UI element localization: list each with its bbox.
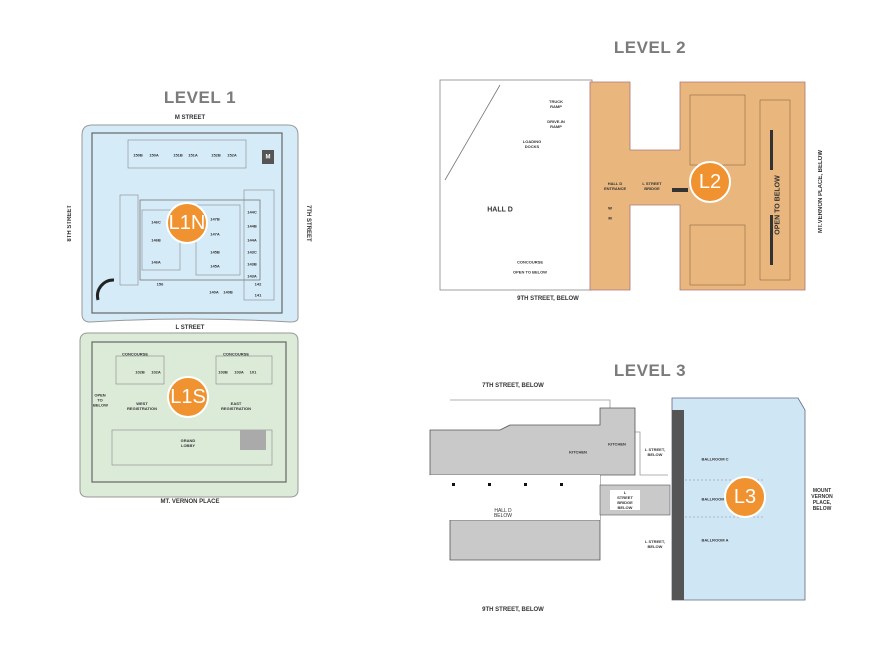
concourse-label: CONCOURSE — [121, 351, 149, 357]
open-to-below-label: OPEN TO BELOW — [513, 269, 547, 275]
l-street-below-label: L STREET, BELOW — [645, 539, 665, 549]
l-street-bridge-below-label: L STREET BRIDGE BELOW — [617, 490, 633, 510]
badge-l1n[interactable]: L1N — [166, 202, 208, 244]
room-label: 103A — [234, 369, 244, 375]
room-label: 144C — [247, 209, 257, 215]
m-street-label: M STREET — [174, 115, 206, 121]
room-label: 152B — [211, 152, 221, 158]
room-label: 147A — [210, 231, 220, 237]
room-label: 151B — [173, 152, 183, 158]
room-label: 140B — [223, 289, 233, 295]
ballroom-c-label: BALLROOM C — [701, 456, 729, 462]
hall-d-entrance-label: HALL D ENTRANCE — [604, 181, 627, 191]
ballroom-b-label: BALLROOM B — [701, 496, 729, 502]
l-street-label: L STREET — [175, 325, 205, 331]
room-label: 143B — [247, 261, 257, 267]
hall-d-label: HALL D — [487, 206, 513, 214]
room-label: 151A — [188, 152, 198, 158]
east-registration-label: EAST REGISTRATION — [221, 401, 251, 411]
room-label: 152A — [227, 152, 237, 158]
level2-title: LEVEL 2 — [613, 38, 687, 57]
hall-d-below-label: HALL D BELOW — [493, 508, 513, 519]
mount-vernon-place-below-label: MOUNT VERNON PLACE, BELOW — [811, 488, 833, 512]
mt-vernon-place-below-label: MT.VERNON PLACE, BELOW — [818, 150, 824, 234]
l-street-bridge-label: L STREET BRIDGE — [642, 181, 662, 191]
open-to-below-label: OPEN TO BELOW — [774, 175, 782, 235]
concourse-label: CONCOURSE — [222, 351, 250, 357]
9th-street-below-label: 9TH STREET, BELOW — [517, 296, 579, 302]
mt-vernon-place-label: MT. VERNON PLACE — [160, 499, 220, 505]
level3-title: LEVEL 3 — [613, 361, 687, 380]
badge-l3[interactable]: L3 — [724, 476, 766, 518]
room-label: 102A — [151, 369, 161, 375]
room-label: 102B — [135, 369, 145, 375]
room-label: 143A — [247, 273, 257, 279]
room-label: 145A — [210, 263, 220, 269]
level1-title: LEVEL 1 — [163, 88, 237, 107]
l-street-below-label: L STREET, BELOW — [645, 447, 665, 457]
badge-l1s[interactable]: L1S — [167, 376, 209, 418]
open-to-below-label: OPEN TO BELOW — [93, 392, 108, 408]
mens-restroom-icon: M — [265, 154, 271, 161]
room-label: 150A — [149, 152, 159, 158]
room-label: 156 — [156, 281, 164, 287]
kitchen-label: KITCHEN — [608, 441, 626, 447]
room-label: 146C — [151, 219, 161, 225]
badge-l2[interactable]: L2 — [689, 161, 731, 203]
ballroom-a-label: BALLROOM A — [701, 537, 729, 543]
room-label: 101 — [249, 369, 257, 375]
kitchen-label: KITCHEN — [569, 449, 587, 455]
room-label: 140A — [209, 289, 219, 295]
room-label: 147B — [210, 216, 220, 222]
loading-docks-label: LOADING DOCKS — [522, 139, 542, 149]
mens-restroom-icon: M — [608, 215, 612, 221]
west-registration-label: WEST REGISTRATION — [127, 401, 157, 411]
grand-lobby-label: GRAND LOBBY — [180, 438, 196, 448]
truck-ramp-label: TRUCK RAMP — [549, 99, 563, 109]
room-label: 144A — [247, 237, 257, 243]
room-label: 145B — [210, 249, 220, 255]
womens-restroom-icon: W — [608, 205, 612, 211]
drive-in-ramp-label: DRIVE-IN RAMP — [547, 119, 565, 129]
room-label: 146A — [151, 259, 161, 265]
room-label: 144B — [247, 223, 257, 229]
concourse-label: CONCOURSE — [516, 259, 544, 265]
room-label: 146B — [151, 237, 161, 243]
room-label: 143C — [247, 249, 257, 255]
room-label: 103B — [218, 369, 228, 375]
9th-street-below-label: 9TH STREET, BELOW — [482, 607, 544, 613]
8th-street-label: 8TH STREET — [67, 205, 73, 242]
room-label: 142 — [254, 281, 262, 287]
room-label: 141 — [254, 292, 262, 298]
7th-street-label: 7TH STREET — [305, 205, 311, 242]
7th-street-below-label: 7TH STREET, BELOW — [482, 383, 544, 389]
room-label: 150B — [133, 152, 143, 158]
